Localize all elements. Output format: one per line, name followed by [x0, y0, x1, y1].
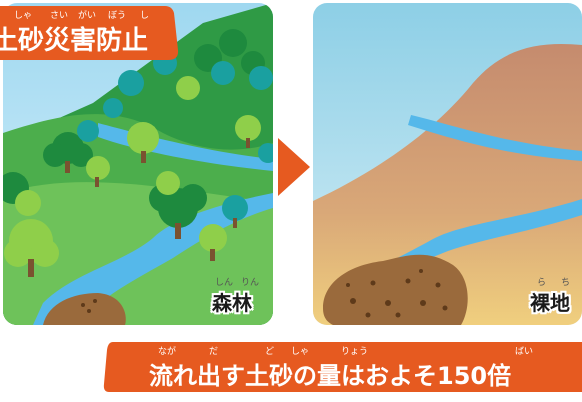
result-ruby-3: ど [265, 347, 275, 357]
title-text: 土砂災害防止 [0, 26, 149, 56]
title-banner: しゃ さい がい ぼう し 土砂災害防止 [0, 0, 180, 62]
result-banner: なが だ ど しゃ りょう ばい 流れ出す土砂の量はおよそ150倍 [103, 336, 582, 394]
bare-ruby-1: ら [537, 278, 547, 288]
forest-trees [3, 29, 273, 277]
result-ruby-4: しゃ [291, 347, 310, 357]
bare-land-illustration [313, 3, 582, 325]
result-text: 流れ出す土砂の量はおよそ150倍 [149, 362, 512, 390]
river-lower [368, 199, 582, 283]
title-ruby-5: し [140, 11, 150, 21]
title-banner-shape [0, 6, 179, 60]
result-ruby-5: りょう [341, 347, 369, 357]
result-ruby-1: なが [158, 347, 177, 357]
result-ruby-2: だ [209, 347, 219, 357]
bare-land-panel: ら ち 裸地 [313, 3, 582, 325]
title-ruby-1: しゃ [14, 11, 33, 21]
forest-ruby-2: りん [241, 278, 260, 288]
forest-label: 森林 [212, 291, 252, 315]
chevron-right-icon [278, 138, 310, 196]
bare-ruby-2: ち [561, 278, 571, 288]
bare-land-label: 裸地 [530, 291, 570, 315]
title-ruby-2: さい [50, 11, 69, 21]
result-ruby-6: ばい [515, 347, 534, 357]
soil-mound-large [323, 254, 468, 325]
river-upper [408, 115, 582, 161]
result-banner-shape [103, 342, 582, 392]
title-ruby-3: がい [78, 11, 97, 21]
forest-ruby-1: しん [215, 278, 234, 288]
soil-mound [43, 293, 126, 325]
title-ruby-4: ぼう [108, 11, 127, 21]
